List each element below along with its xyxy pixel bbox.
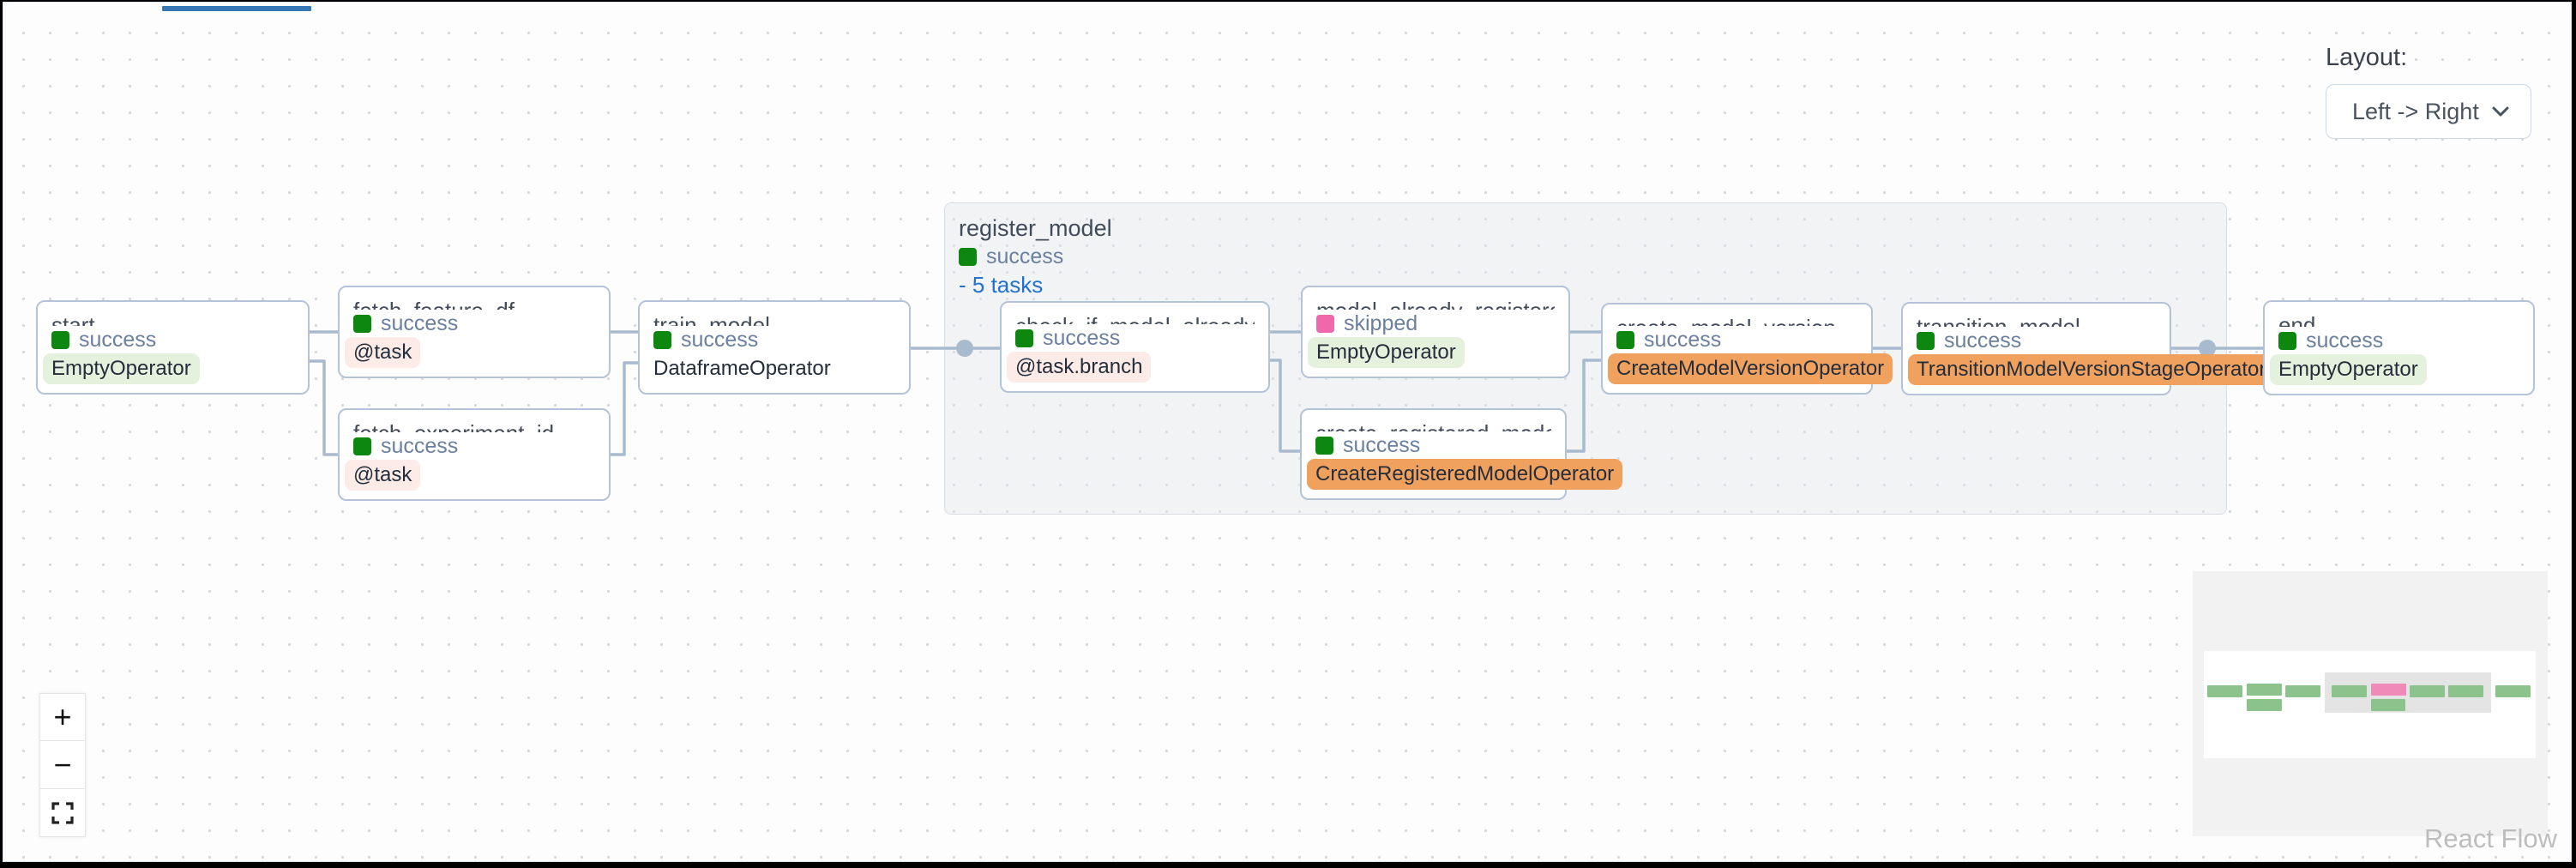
task-title: model_already_registered	[1316, 296, 1555, 310]
task-node-train-model[interactable]: train_model success DataframeOperator	[638, 300, 911, 395]
status-square-icon	[1616, 330, 1634, 349]
fit-view-corners-icon	[51, 801, 74, 824]
edge-create-registered-model-create-model-version	[1565, 359, 1603, 453]
minimap-node	[2332, 685, 2367, 697]
layout-selected-value: Left -> Right	[2352, 98, 2479, 124]
task-title: fetch_feature_df	[353, 296, 595, 310]
graph-pane[interactable]: Layout: Left -> Right register_model suc…	[3, 2, 2572, 862]
edge-fetch-experiment-id-train-model	[609, 361, 640, 456]
zoom-in-button[interactable]: +	[39, 693, 86, 741]
task-title: train_model	[653, 312, 770, 326]
operator-badge: @task.branch	[1007, 352, 1152, 383]
task-status-row: success	[2278, 327, 2519, 354]
status-square-icon	[1315, 436, 1333, 455]
canvas-controls: + −	[39, 693, 86, 837]
edge-junction-dot	[2199, 340, 2216, 357]
task-title: fetch_experiment_id	[353, 419, 595, 432]
minimap-node	[2247, 684, 2282, 696]
group-status: success	[959, 243, 2226, 270]
task-status-row: success	[653, 326, 895, 353]
task-status-row: success	[1315, 431, 1551, 459]
task-title: check_if_model_already_regis...	[1015, 311, 1255, 324]
minimap-node	[2371, 699, 2405, 711]
task-status-row: success	[353, 310, 595, 337]
edge-start-fetch-experiment-id	[310, 359, 340, 456]
task-title: end	[2278, 312, 2316, 327]
status-square-icon	[353, 437, 371, 455]
chevron-down-icon	[2492, 106, 2509, 117]
minimap-node	[2285, 685, 2320, 697]
minimap[interactable]	[2193, 571, 2548, 836]
operator-badge: TransitionModelVersionStageOperator	[1908, 354, 2275, 385]
task-status-label: success	[1043, 326, 1121, 350]
task-status-row: skipped	[1316, 310, 1555, 337]
status-square-icon	[51, 330, 69, 349]
task-status-label: success	[381, 434, 459, 458]
status-square-icon	[653, 330, 671, 349]
task-node-create-model-version[interactable]: create_model_version success CreateModel…	[1601, 303, 1893, 395]
task-status-row: success	[1616, 326, 1857, 353]
status-square-icon	[1316, 314, 1334, 333]
operator-badge: @task	[345, 337, 421, 368]
group-status-label: success	[986, 244, 1064, 268]
react-flow-attribution: React Flow	[2423, 823, 2557, 853]
group-collapse-link[interactable]: - 5 tasks	[959, 272, 1044, 298]
task-status-row: success	[51, 326, 294, 353]
edge-check-create-registered-model	[1268, 359, 1302, 453]
operator-badge: CreateModelVersionOperator	[1608, 353, 1893, 384]
task-status-row: success	[353, 432, 595, 460]
task-status-label: success	[381, 311, 459, 335]
task-status-label: skipped	[1344, 311, 1418, 335]
task-node-transition-model[interactable]: transition_model success TransitionModel…	[1901, 302, 2275, 395]
operator-badge: DataframeOperator	[653, 357, 831, 380]
minimap-node	[2495, 685, 2531, 697]
layout-direction-select[interactable]: Left -> Right	[2326, 84, 2531, 139]
operator-badge: EmptyOperator	[43, 353, 200, 384]
active-tab-indicator	[162, 6, 311, 11]
task-title: create_model_version	[1616, 313, 1857, 326]
minimap-node	[2410, 685, 2445, 697]
task-node-end[interactable]: end success EmptyOperator	[2263, 300, 2535, 395]
operator-badge: CreateRegisteredModelOperator	[1307, 459, 1623, 490]
task-node-model-already-registered[interactable]: model_already_registered skipped EmptyOp…	[1301, 286, 1570, 378]
operator-badge: @task	[345, 460, 421, 491]
layout-label: Layout:	[2326, 44, 2408, 71]
task-status-label: success	[681, 328, 759, 352]
minimap-node	[2448, 685, 2483, 697]
group-header: register_model success - 5 tasks	[945, 203, 2226, 299]
layout-panel: Layout: Left -> Right	[2326, 44, 2531, 139]
status-square-icon	[1015, 329, 1033, 347]
group-title: register_model	[959, 215, 1112, 241]
status-square-icon	[1917, 331, 1935, 350]
task-status-label: success	[1944, 329, 2022, 353]
task-title: start	[51, 312, 95, 326]
operator-badge: EmptyOperator	[1308, 337, 1465, 368]
task-status-row: success	[1917, 327, 2156, 354]
task-status-label: success	[1644, 328, 1722, 352]
fit-view-button[interactable]	[39, 789, 86, 837]
task-node-create-registered-model[interactable]: create_registered_model success CreateRe…	[1300, 408, 1623, 500]
minimap-node	[2247, 699, 2282, 711]
minus-icon: −	[53, 746, 72, 782]
status-square-icon	[353, 314, 371, 333]
status-square-icon	[959, 247, 977, 266]
task-node-fetch-experiment-id[interactable]: fetch_experiment_id success @task	[338, 408, 611, 501]
task-status-row: success	[1015, 324, 1255, 352]
zoom-out-button[interactable]: −	[39, 741, 86, 789]
task-title: create_registered_model	[1315, 419, 1551, 431]
task-status-label: success	[2306, 329, 2384, 353]
task-title: transition_model	[1917, 314, 2080, 327]
task-node-check-if-model-already-registered[interactable]: check_if_model_already_regis... success …	[1000, 301, 1270, 393]
plus-icon: +	[53, 699, 72, 734]
status-square-icon	[2278, 331, 2296, 350]
minimap-node	[2207, 685, 2242, 697]
task-status-label: success	[79, 328, 157, 352]
task-status-label: success	[1343, 433, 1421, 457]
minimap-node-skipped	[2371, 684, 2406, 696]
edges-layer	[310, 330, 2265, 456]
task-node-start[interactable]: start success EmptyOperator	[36, 300, 310, 395]
operator-badge: EmptyOperator	[2270, 354, 2427, 385]
task-node-fetch-feature-df[interactable]: fetch_feature_df success @task	[338, 286, 611, 378]
edge-junction-dot	[956, 340, 973, 357]
